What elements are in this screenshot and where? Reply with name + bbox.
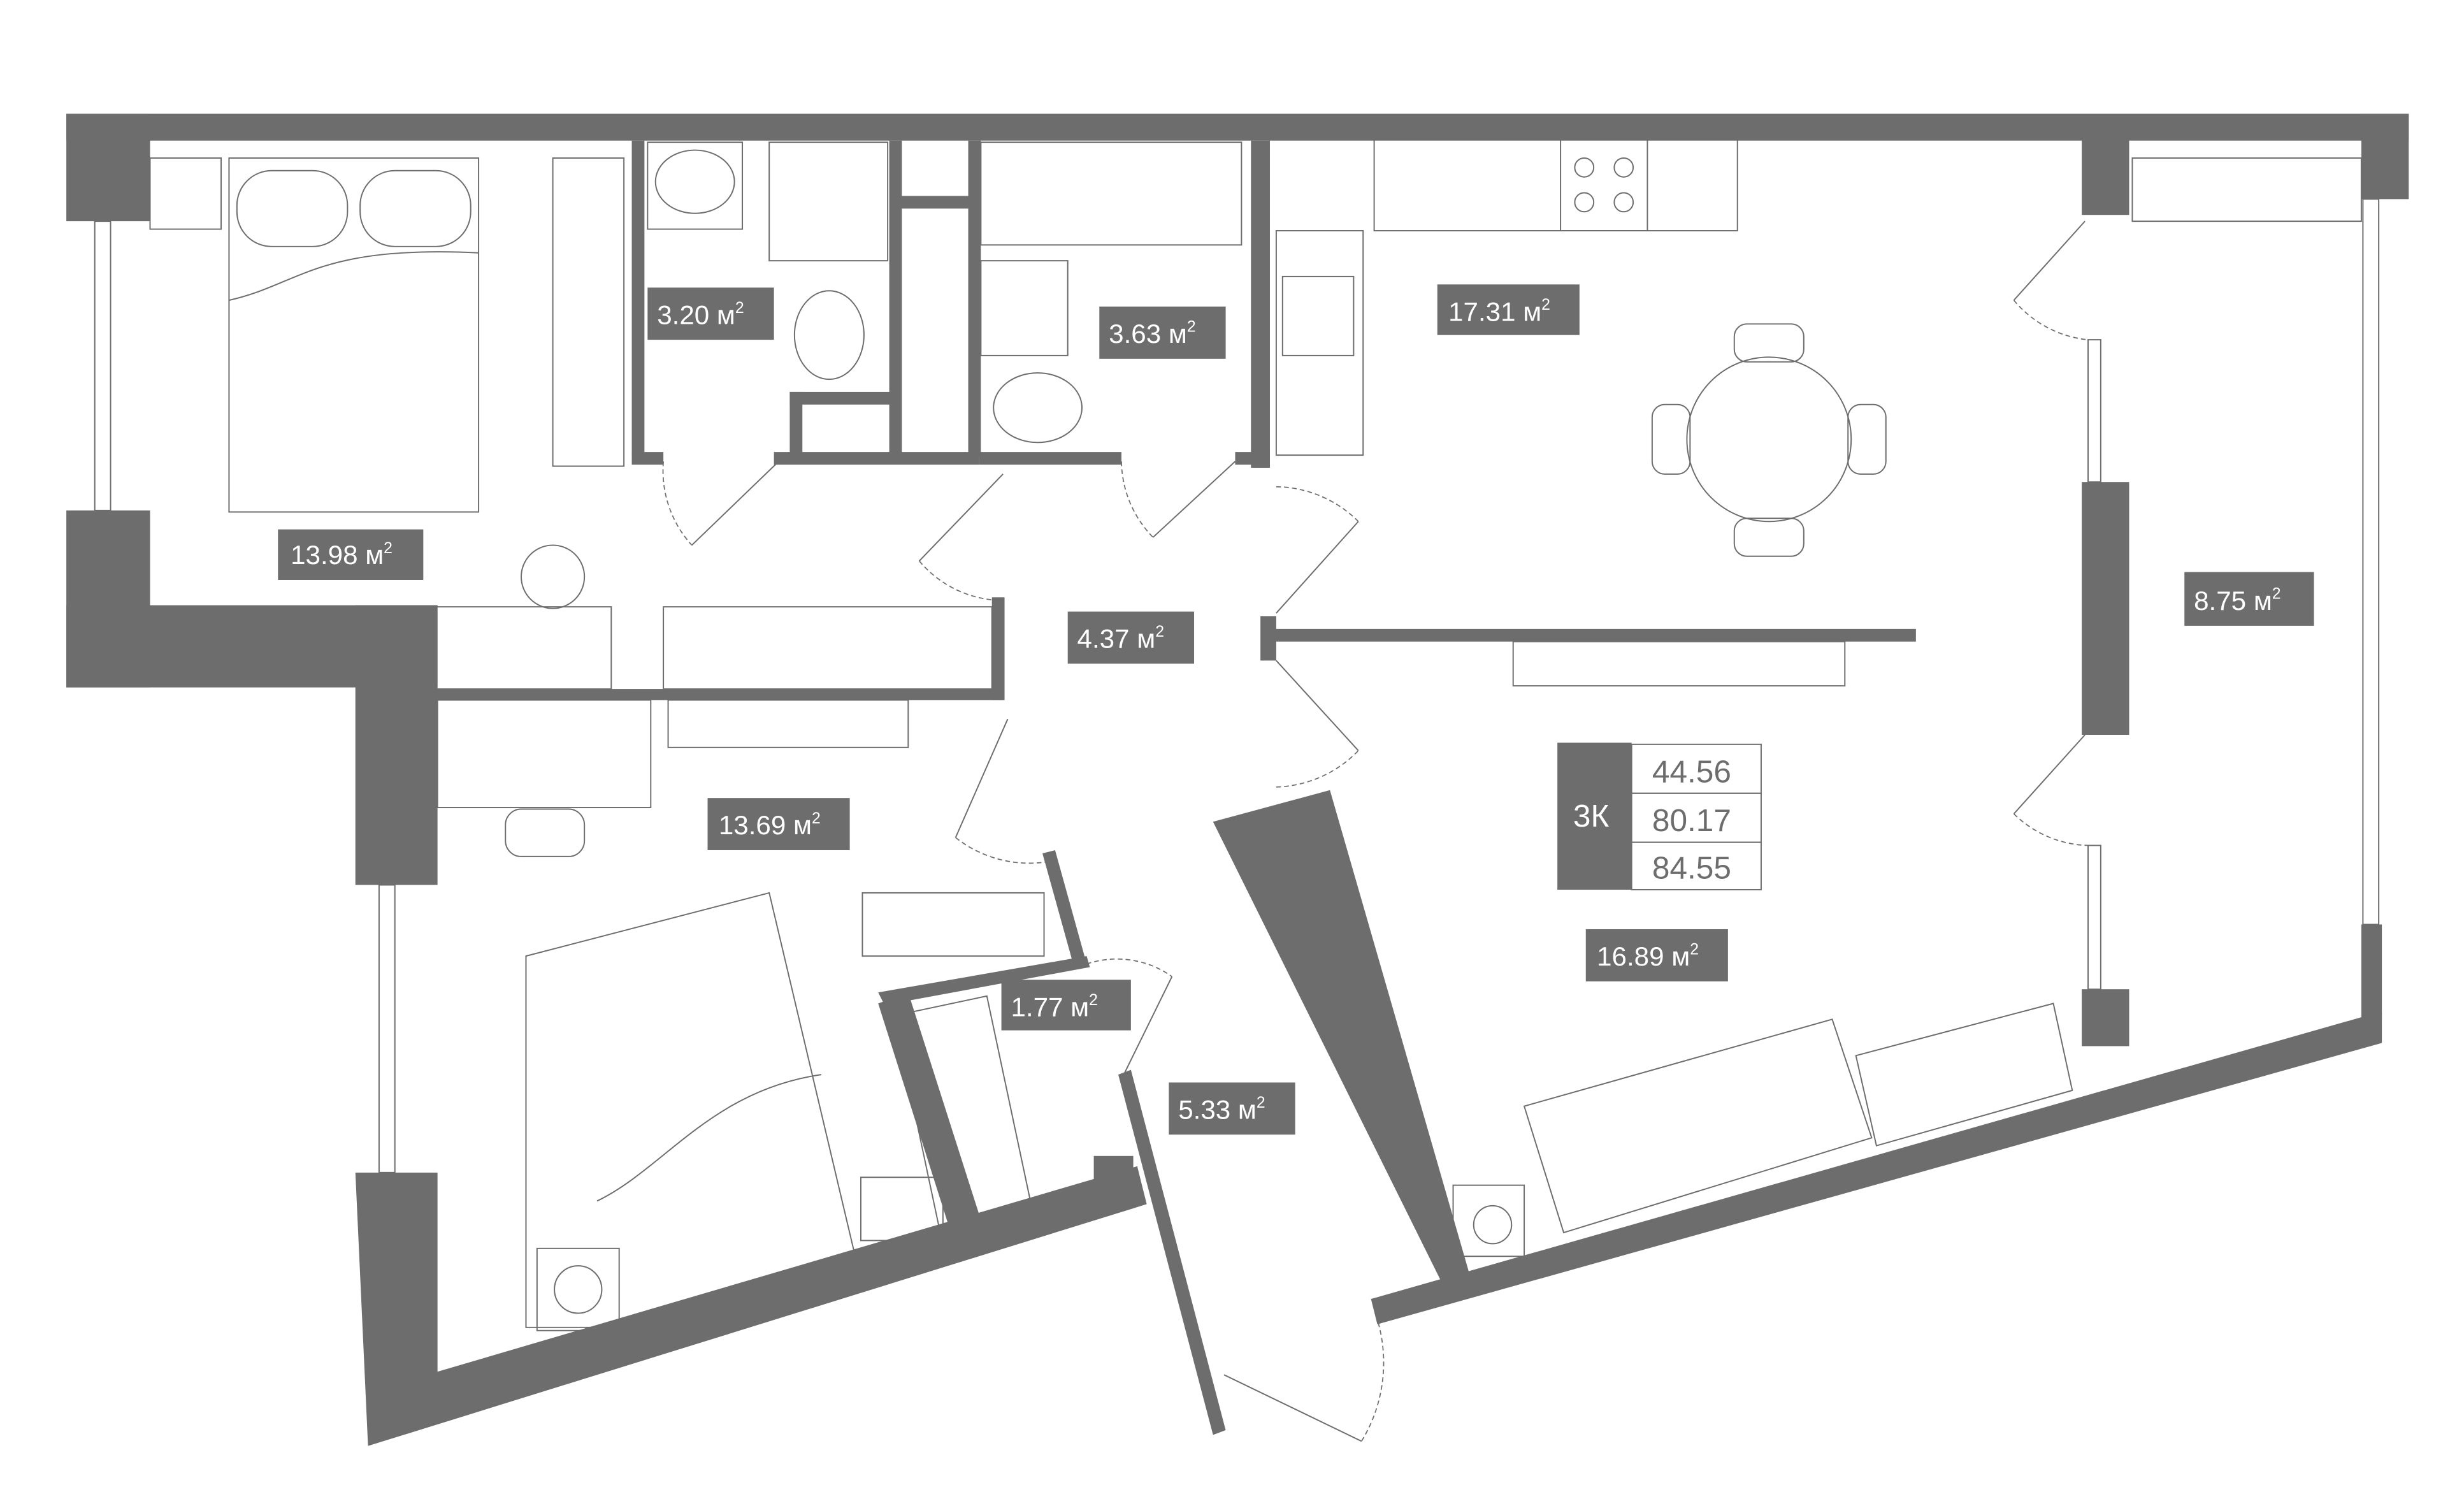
- svg-text:13.98 м2: 13.98 м2: [291, 540, 393, 570]
- doors: [662, 221, 2089, 1442]
- total-area: 80.17: [1652, 802, 1731, 838]
- toilet-icon: [793, 290, 865, 380]
- room-label-loggia: 8.75 м2: [2184, 572, 2314, 626]
- bed-icon: [525, 892, 862, 1328]
- chair-icon: [505, 808, 586, 857]
- svg-text:13.69 м2: 13.69 м2: [719, 810, 821, 840]
- loggia-shelf: [2131, 157, 2362, 222]
- washer-icon: [1452, 1184, 1525, 1257]
- sink-icon: [647, 141, 744, 230]
- chair-icon: [521, 544, 586, 609]
- wardrobe-icon: [861, 892, 1045, 957]
- desk-icon: [433, 606, 612, 690]
- dining-table-icon: [1686, 356, 1852, 523]
- wardrobe-shelf: [893, 995, 1034, 1233]
- bed-icon: [228, 157, 480, 513]
- dresser-icon: [667, 699, 909, 748]
- toilet-icon: [993, 372, 1083, 444]
- room-label-kitchen: 17.31 м2: [1437, 284, 1580, 335]
- room-label-bathroom-2: 3.63 м2: [1099, 307, 1226, 359]
- svg-text:4.37 м2: 4.37 м2: [1077, 623, 1164, 653]
- apartment-summary: 3К 44.56 80.17 84.55: [1557, 742, 1762, 890]
- svg-text:5.33 м2: 5.33 м2: [1178, 1094, 1265, 1124]
- svg-text:3.63 м2: 3.63 м2: [1109, 319, 1195, 349]
- svg-text:8.75 м2: 8.75 м2: [2194, 586, 2280, 616]
- washer-icon: [536, 1247, 620, 1331]
- total-area-with-loggia: 84.55: [1652, 850, 1731, 886]
- svg-text:17.31 м2: 17.31 м2: [1448, 296, 1550, 326]
- tv-unit-icon: [1512, 641, 1846, 687]
- room-label-bathroom-1: 3.20 м2: [647, 287, 774, 340]
- room-label-entrance-hall: 5.33 м2: [1169, 1082, 1295, 1135]
- living-area: 44.56: [1652, 753, 1731, 789]
- walls: [66, 113, 2409, 1446]
- bathtub-icon: [980, 141, 1243, 246]
- sink-icon: [980, 260, 1069, 356]
- windows: [94, 198, 2380, 1173]
- furniture: [149, 138, 2362, 1331]
- nightstand-icon: [860, 1177, 944, 1242]
- svg-text:1.77 м2: 1.77 м2: [1011, 992, 1097, 1022]
- svg-text:16.89 м2: 16.89 м2: [1597, 941, 1699, 971]
- room-label-bedroom-2: 13.69 м2: [707, 798, 850, 850]
- desk-icon: [436, 699, 652, 809]
- sofa-icon: [1523, 1018, 1873, 1234]
- room-label-living-room: 16.89 м2: [1585, 929, 1728, 981]
- cabinet-icon: [1855, 1003, 2073, 1147]
- kitchen-counter: [1373, 138, 1738, 232]
- kitchen-counter-side: [1275, 230, 1364, 456]
- shower-icon: [768, 141, 889, 262]
- wardrobe-icon: [663, 606, 993, 690]
- wardrobe-icon: [552, 157, 625, 467]
- room-label-hall: 4.37 м2: [1067, 611, 1195, 664]
- apartment-type: 3К: [1573, 798, 1610, 834]
- kitchen-sink-icon: [1281, 275, 1355, 356]
- nightstand-icon: [149, 157, 222, 230]
- svg-text:3.20 м2: 3.20 м2: [657, 300, 744, 329]
- room-label-wardrobe: 1.77 м2: [1001, 980, 1131, 1031]
- room-label-bedroom-1: 13.98 м2: [278, 529, 424, 580]
- stove-icon: [1560, 138, 1648, 232]
